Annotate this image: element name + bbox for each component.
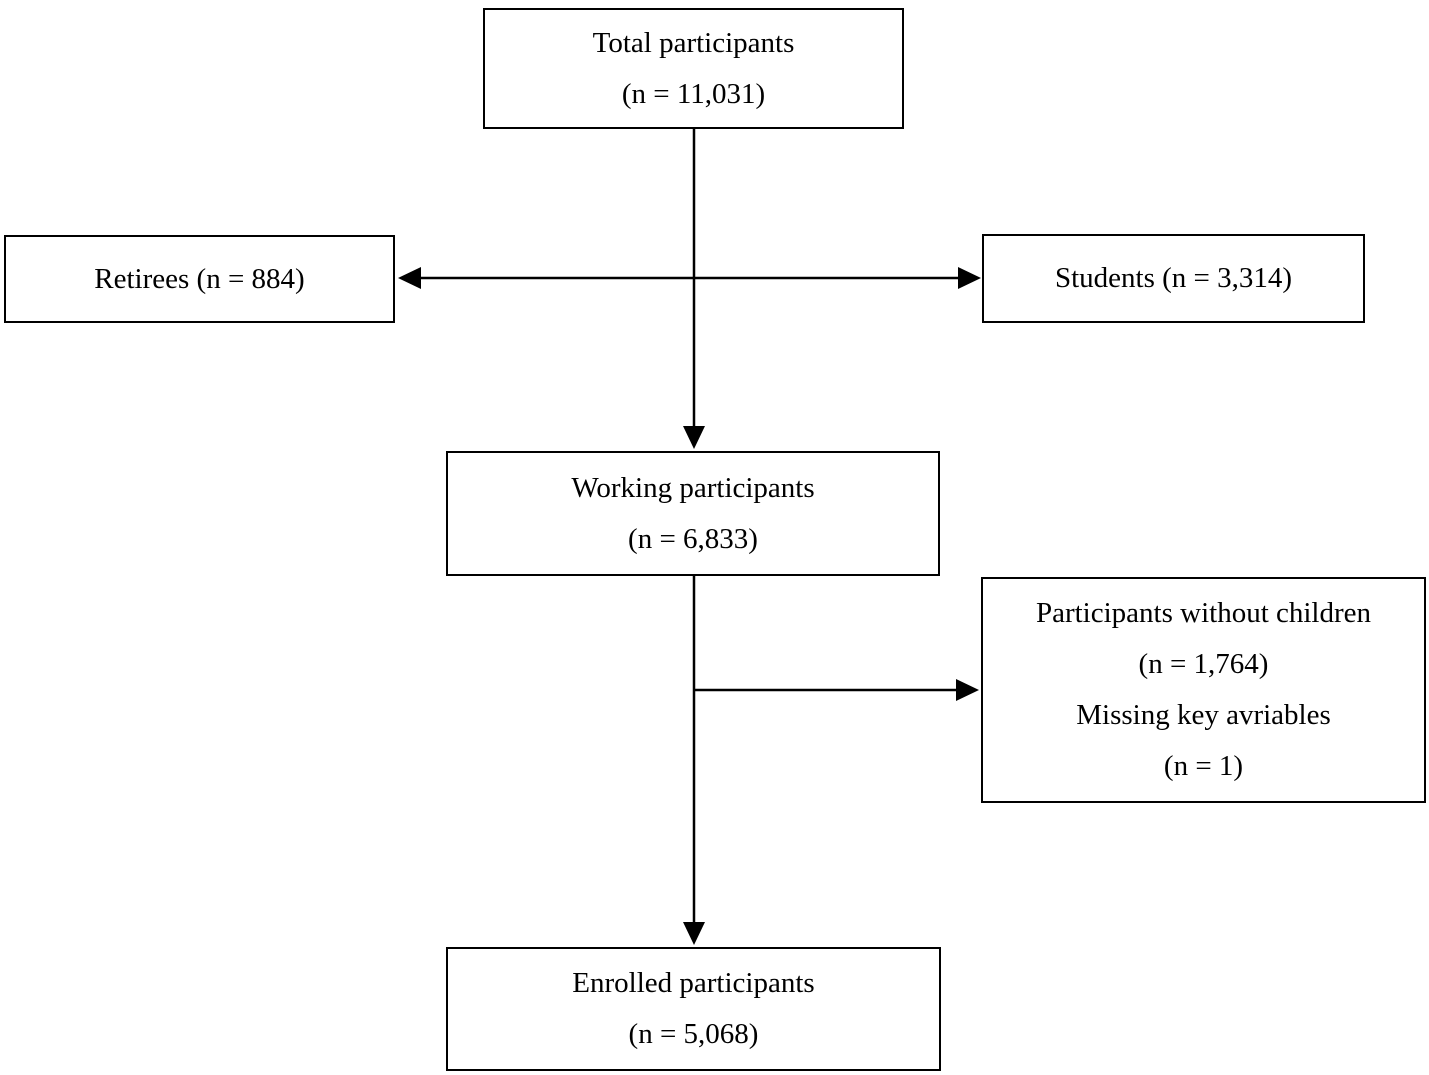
box-enrolled-count: (n = 5,068) bbox=[628, 1018, 759, 1050]
box-enrolled-label: Enrolled participants bbox=[572, 967, 815, 999]
arrowhead-into-students bbox=[958, 267, 981, 289]
box-exclusions-line4: (n = 1) bbox=[1163, 750, 1244, 782]
box-retirees: Retirees (n = 884) bbox=[4, 235, 395, 323]
box-working-label: Working participants bbox=[571, 471, 815, 504]
box-exclusions-line2: (n = 1,764) bbox=[1138, 648, 1269, 680]
box-exclusions-line1: Participants without children bbox=[1035, 597, 1372, 629]
box-total-label: Total participants bbox=[592, 26, 795, 59]
arrowhead-into-retirees bbox=[398, 267, 421, 289]
box-enrolled-participants: Enrolled participants (n = 5,068) bbox=[446, 947, 941, 1071]
box-retirees-label: Retirees (n = 884) bbox=[94, 262, 305, 295]
arrowhead-into-working bbox=[683, 426, 705, 449]
box-working-participants: Working participants (n = 6,833) bbox=[446, 451, 940, 576]
box-exclusions: Participants without children (n = 1,764… bbox=[981, 577, 1426, 803]
box-students: Students (n = 3,314) bbox=[982, 234, 1365, 323]
box-total-count: (n = 11,031) bbox=[621, 77, 766, 110]
arrowhead-into-exclusions bbox=[956, 679, 979, 701]
box-exclusions-line3: Missing key avriables bbox=[1076, 699, 1331, 731]
box-working-count: (n = 6,833) bbox=[628, 522, 758, 555]
box-students-label: Students (n = 3,314) bbox=[1054, 262, 1293, 294]
arrowhead-into-enrolled bbox=[683, 922, 705, 945]
box-total-participants: Total participants (n = 11,031) bbox=[483, 8, 904, 129]
